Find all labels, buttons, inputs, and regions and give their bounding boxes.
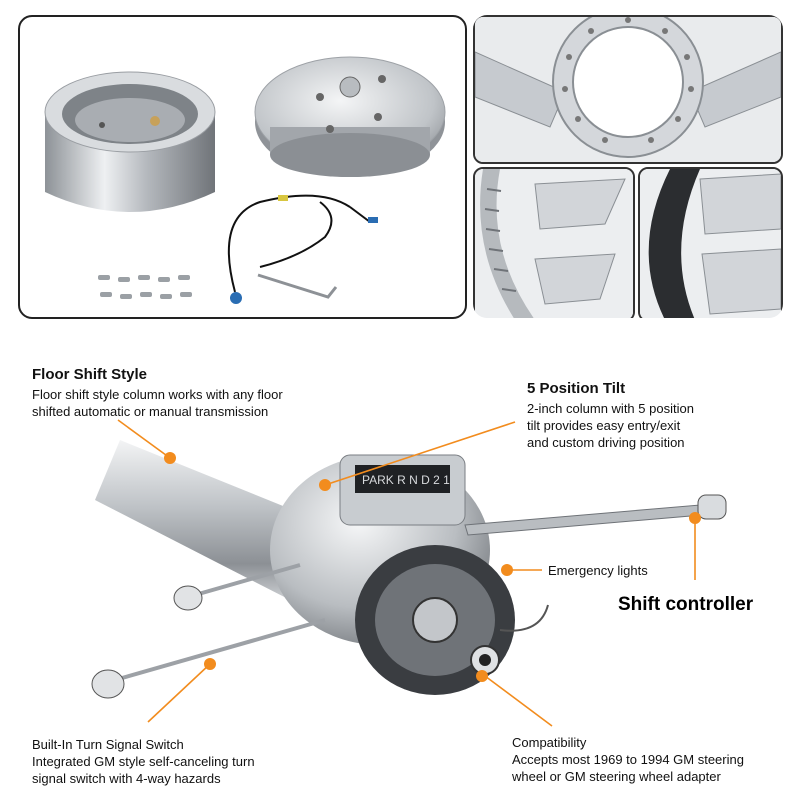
- wheel-spoke-closeup: [473, 167, 635, 318]
- compatibility-annotation: Compatibility Accepts most 1969 to 1994 …: [512, 734, 792, 785]
- hub-adapter-kit-illustration: [44, 56, 446, 304]
- floor-shift-line2: shifted automatic or manual transmission: [32, 404, 269, 419]
- tilt-title: 5 Position Tilt: [527, 380, 626, 397]
- compatibility-title: Compatibility: [512, 735, 587, 750]
- turn-signal-lever: [91, 563, 326, 699]
- wheel-grip-closeup: [638, 167, 783, 318]
- shift-lever: [464, 494, 727, 536]
- hub-adapter-kit-panel: [18, 15, 467, 319]
- floor-shift-title: Floor Shift Style: [32, 366, 148, 383]
- wheel-center-closeup: [473, 15, 783, 164]
- shift-controller-label: Shift controller: [618, 594, 754, 615]
- compatibility-line1: Accepts most 1969 to 1994 GM steering: [512, 752, 744, 767]
- floor-shift-line1: Floor shift style column works with any …: [32, 387, 283, 402]
- emergency-lights-label: Emergency lights: [548, 563, 648, 578]
- column-housing: PARK R N D 2 1: [270, 454, 515, 695]
- callout-lines: [117, 419, 696, 727]
- tilt-line3: and custom driving position: [527, 435, 685, 450]
- gear-indicator-text: PARK R N D 2 1: [362, 473, 450, 487]
- emergency-wire: [499, 604, 549, 632]
- horn-wire: [227, 194, 378, 304]
- turn-signal-line1: Integrated GM style self-canceling turn: [32, 754, 255, 769]
- compatibility-line2: wheel or GM steering wheel adapter: [512, 769, 721, 784]
- steering-column-illustration: PARK R N D 2 1: [91, 419, 727, 727]
- screw-set: [98, 275, 192, 299]
- tilt-line1: 2-inch column with 5 position: [527, 401, 694, 416]
- turn-signal-title: Built-In Turn Signal Switch: [32, 737, 184, 752]
- floor-shift-annotation: Floor Shift Style Floor shift style colu…: [32, 366, 362, 420]
- callout-dots: [164, 452, 701, 682]
- horn-plate: [254, 56, 446, 177]
- tilt-line2: tilt provides easy entry/exit: [527, 418, 681, 433]
- steering-wheel-panel: [473, 15, 783, 318]
- hub-adapter: [44, 71, 216, 212]
- turn-signal-line2: signal switch with 4-way hazards: [32, 771, 221, 786]
- turn-signal-annotation: Built-In Turn Signal Switch Integrated G…: [32, 736, 332, 787]
- allen-key: [257, 273, 338, 299]
- tilt-annotation: 5 Position Tilt 2-inch column with 5 pos…: [527, 380, 767, 451]
